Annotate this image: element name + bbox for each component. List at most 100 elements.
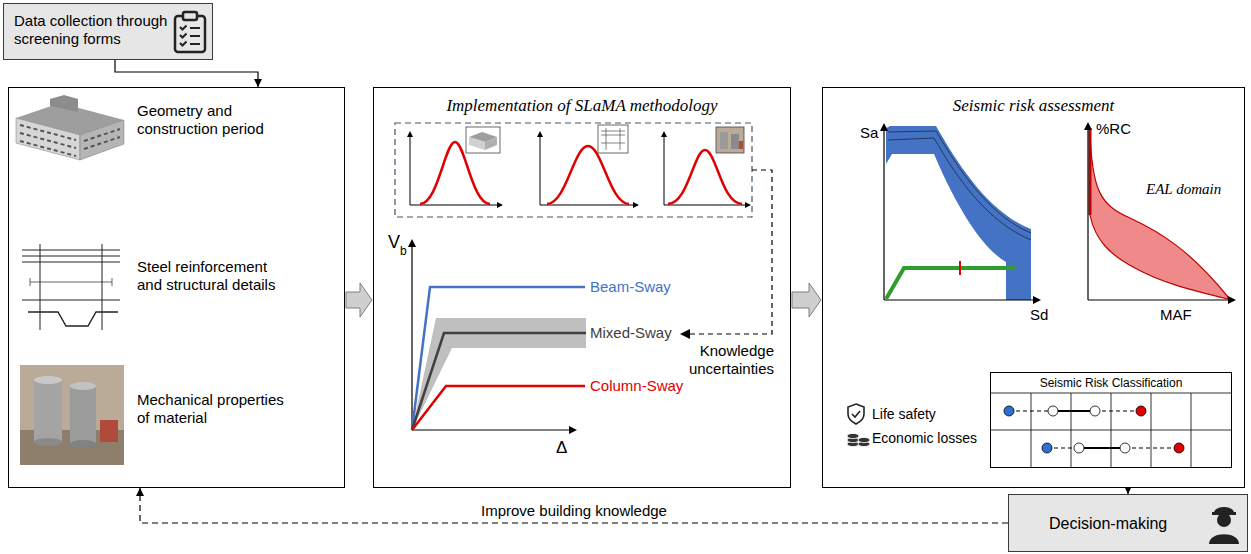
range-solid [1053, 411, 1125, 448]
risk-panel: Seismic risk assessment Seismic Risk Cla… [822, 87, 1245, 488]
arrowhead [407, 131, 413, 137]
bell-curve [547, 146, 629, 204]
arrowhead [680, 329, 690, 339]
block-arrow [346, 283, 372, 317]
head [1217, 513, 1231, 527]
eal-plot [1084, 122, 1236, 304]
eal-region [1090, 132, 1228, 299]
board [175, 16, 205, 52]
decision-box: Decision-making [1008, 494, 1248, 552]
range-dashed [1009, 411, 1179, 448]
bent-bar [28, 312, 118, 326]
axis-label: Δ [556, 438, 567, 458]
mini-cylinder [720, 132, 728, 149]
dashed-frame [395, 123, 752, 217]
eal-edge [1089, 128, 1092, 215]
classification-table: Seismic Risk Classification [990, 372, 1232, 468]
axis-label: %RC [1096, 120, 1131, 138]
mini-drawing [601, 128, 625, 150]
arrowhead [1084, 122, 1092, 130]
arrowhead [1033, 296, 1041, 304]
axis-label: MAF [1160, 306, 1192, 324]
spectrum-plot [880, 123, 1041, 304]
axis-subscript: b [400, 244, 407, 258]
check [852, 411, 860, 417]
arrowhead [633, 202, 639, 208]
axes [410, 134, 748, 205]
curve-label: Mixed-Sway [590, 324, 672, 342]
shield [848, 404, 864, 424]
spectra [888, 131, 1031, 240]
coin [847, 433, 859, 438]
uncertainty-leader [688, 170, 772, 334]
axis-label: V [388, 232, 400, 254]
axes [1088, 128, 1230, 300]
cylinder [34, 380, 62, 442]
flow-arrow [346, 283, 372, 317]
mini-frame [466, 127, 500, 153]
arrowhead [1228, 296, 1236, 304]
item-text: Steel reinforcement and structural detai… [137, 258, 292, 294]
uncertainty-band [412, 318, 586, 430]
data-panel: Geometry and construction periodSteel re… [8, 87, 345, 488]
cylinder [70, 386, 96, 444]
note-label: Knowledge uncertainties [688, 342, 774, 378]
cylinder-top [70, 382, 96, 390]
open-dot [1074, 443, 1084, 453]
mini-frame [716, 127, 744, 153]
connector-line [140, 488, 1008, 523]
slama-panel: Implementation of SLaMA methodology [373, 87, 791, 488]
item-text: Mechanical properties of material [137, 391, 297, 427]
flow-arrow [792, 283, 821, 317]
beam-sway-curve [412, 287, 585, 430]
photo-ground [20, 365, 124, 465]
sample [100, 420, 118, 442]
bell-curve [668, 150, 742, 204]
arrowhead [254, 79, 262, 87]
performance-point [959, 261, 961, 275]
criterion-label: Economic losses [872, 430, 977, 447]
arrowhead [880, 123, 888, 131]
min-dot [1042, 443, 1052, 453]
mixed-sway-curve [412, 333, 586, 430]
grid [991, 393, 1231, 467]
arrowhead [136, 488, 144, 496]
arrowhead [537, 131, 543, 137]
mini-frame [598, 125, 628, 153]
region-label: EAL domain [1146, 180, 1221, 198]
open-dot [1090, 406, 1100, 416]
min-dot [1004, 406, 1014, 416]
axis-label: Sa [860, 124, 878, 142]
axes [884, 128, 1036, 300]
shield-icon [848, 404, 864, 424]
max-dot [1136, 406, 1146, 416]
checks [180, 26, 187, 46]
windows [20, 125, 120, 156]
pushover-plot [408, 239, 586, 434]
axis-label: Sd [1030, 306, 1048, 324]
table-header: Seismic Risk Classification [991, 376, 1231, 390]
connector-line [115, 60, 258, 87]
cylinder-top [34, 376, 62, 384]
cylinder-base [34, 438, 62, 446]
curve-label: Beam-Sway [590, 278, 671, 296]
engineer-icon [1204, 501, 1244, 545]
pdf-axes [410, 134, 748, 205]
capacity-curve [886, 268, 1015, 299]
box-text: Data collection through screening forms [14, 12, 174, 48]
cylinder-base [70, 440, 96, 448]
dimension [30, 278, 112, 286]
arrowhead [408, 239, 416, 247]
clipboard-icon [172, 10, 208, 54]
beam-lines [22, 244, 120, 330]
arrowhead [497, 202, 503, 208]
mini-facade [469, 137, 485, 150]
coins-icon [847, 433, 870, 446]
demand-band [886, 126, 1031, 300]
curve-label: Column-Sway [590, 377, 683, 395]
stair-tower [50, 95, 78, 112]
mini-cylinder [731, 134, 739, 149]
body [1209, 534, 1239, 544]
coin [858, 437, 870, 442]
